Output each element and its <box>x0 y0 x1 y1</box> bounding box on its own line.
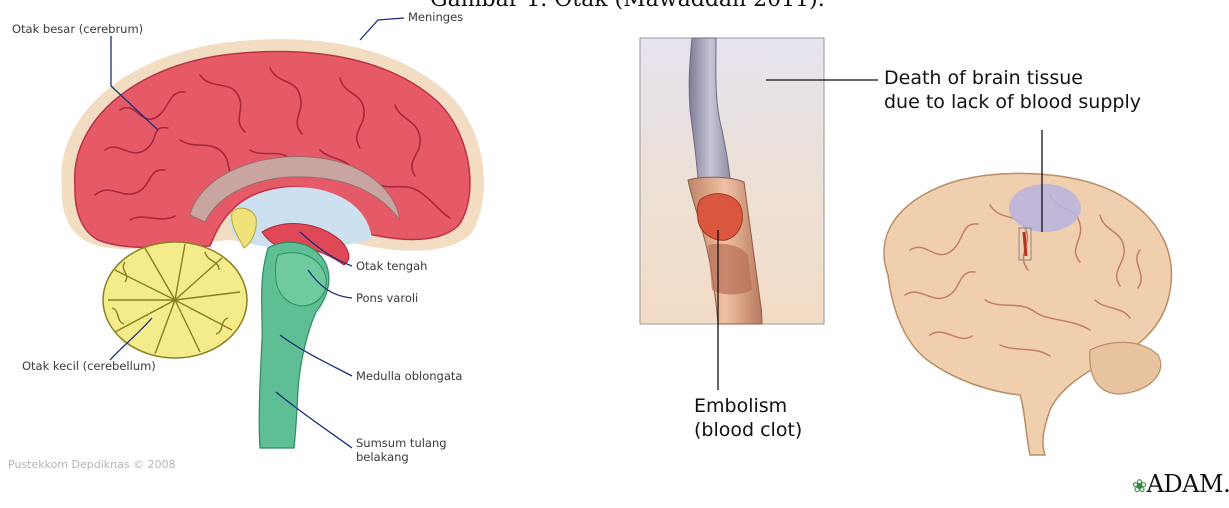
label-meninges: Meninges <box>408 10 463 24</box>
label-cerebellum: Otak kecil (cerebellum) <box>22 359 156 373</box>
leaf-icon: ❀ <box>1132 476 1147 497</box>
image-credit: Pustekkom Depdiknas © 2008 <box>8 458 176 472</box>
label-spinal-cord-line1: Sumsum tulang <box>356 436 447 450</box>
label-spinal-cord-line2: belakang <box>356 450 409 464</box>
left-brain-illustration <box>61 18 484 448</box>
right-brain-illustration <box>884 130 1172 455</box>
label-tissue-death-line1: Death of brain tissue <box>884 66 1083 90</box>
label-midbrain: Otak tengah <box>356 259 427 273</box>
label-embolism-line2: (blood clot) <box>694 418 802 442</box>
artery-inset-panel <box>640 38 878 390</box>
adam-logo-text: ADAM. <box>1147 470 1229 498</box>
label-medulla: Medulla oblongata <box>356 369 462 383</box>
cerebellum-shape <box>103 242 247 358</box>
label-embolism-line1: Embolism <box>694 394 787 418</box>
adam-logo: ❀ADAM. <box>1132 470 1229 498</box>
label-cerebrum: Otak besar (cerebrum) <box>12 22 143 36</box>
label-pons: Pons varoli <box>356 291 418 305</box>
ischemic-area <box>1009 184 1081 232</box>
label-tissue-death-line2: due to lack of blood supply <box>884 90 1141 114</box>
